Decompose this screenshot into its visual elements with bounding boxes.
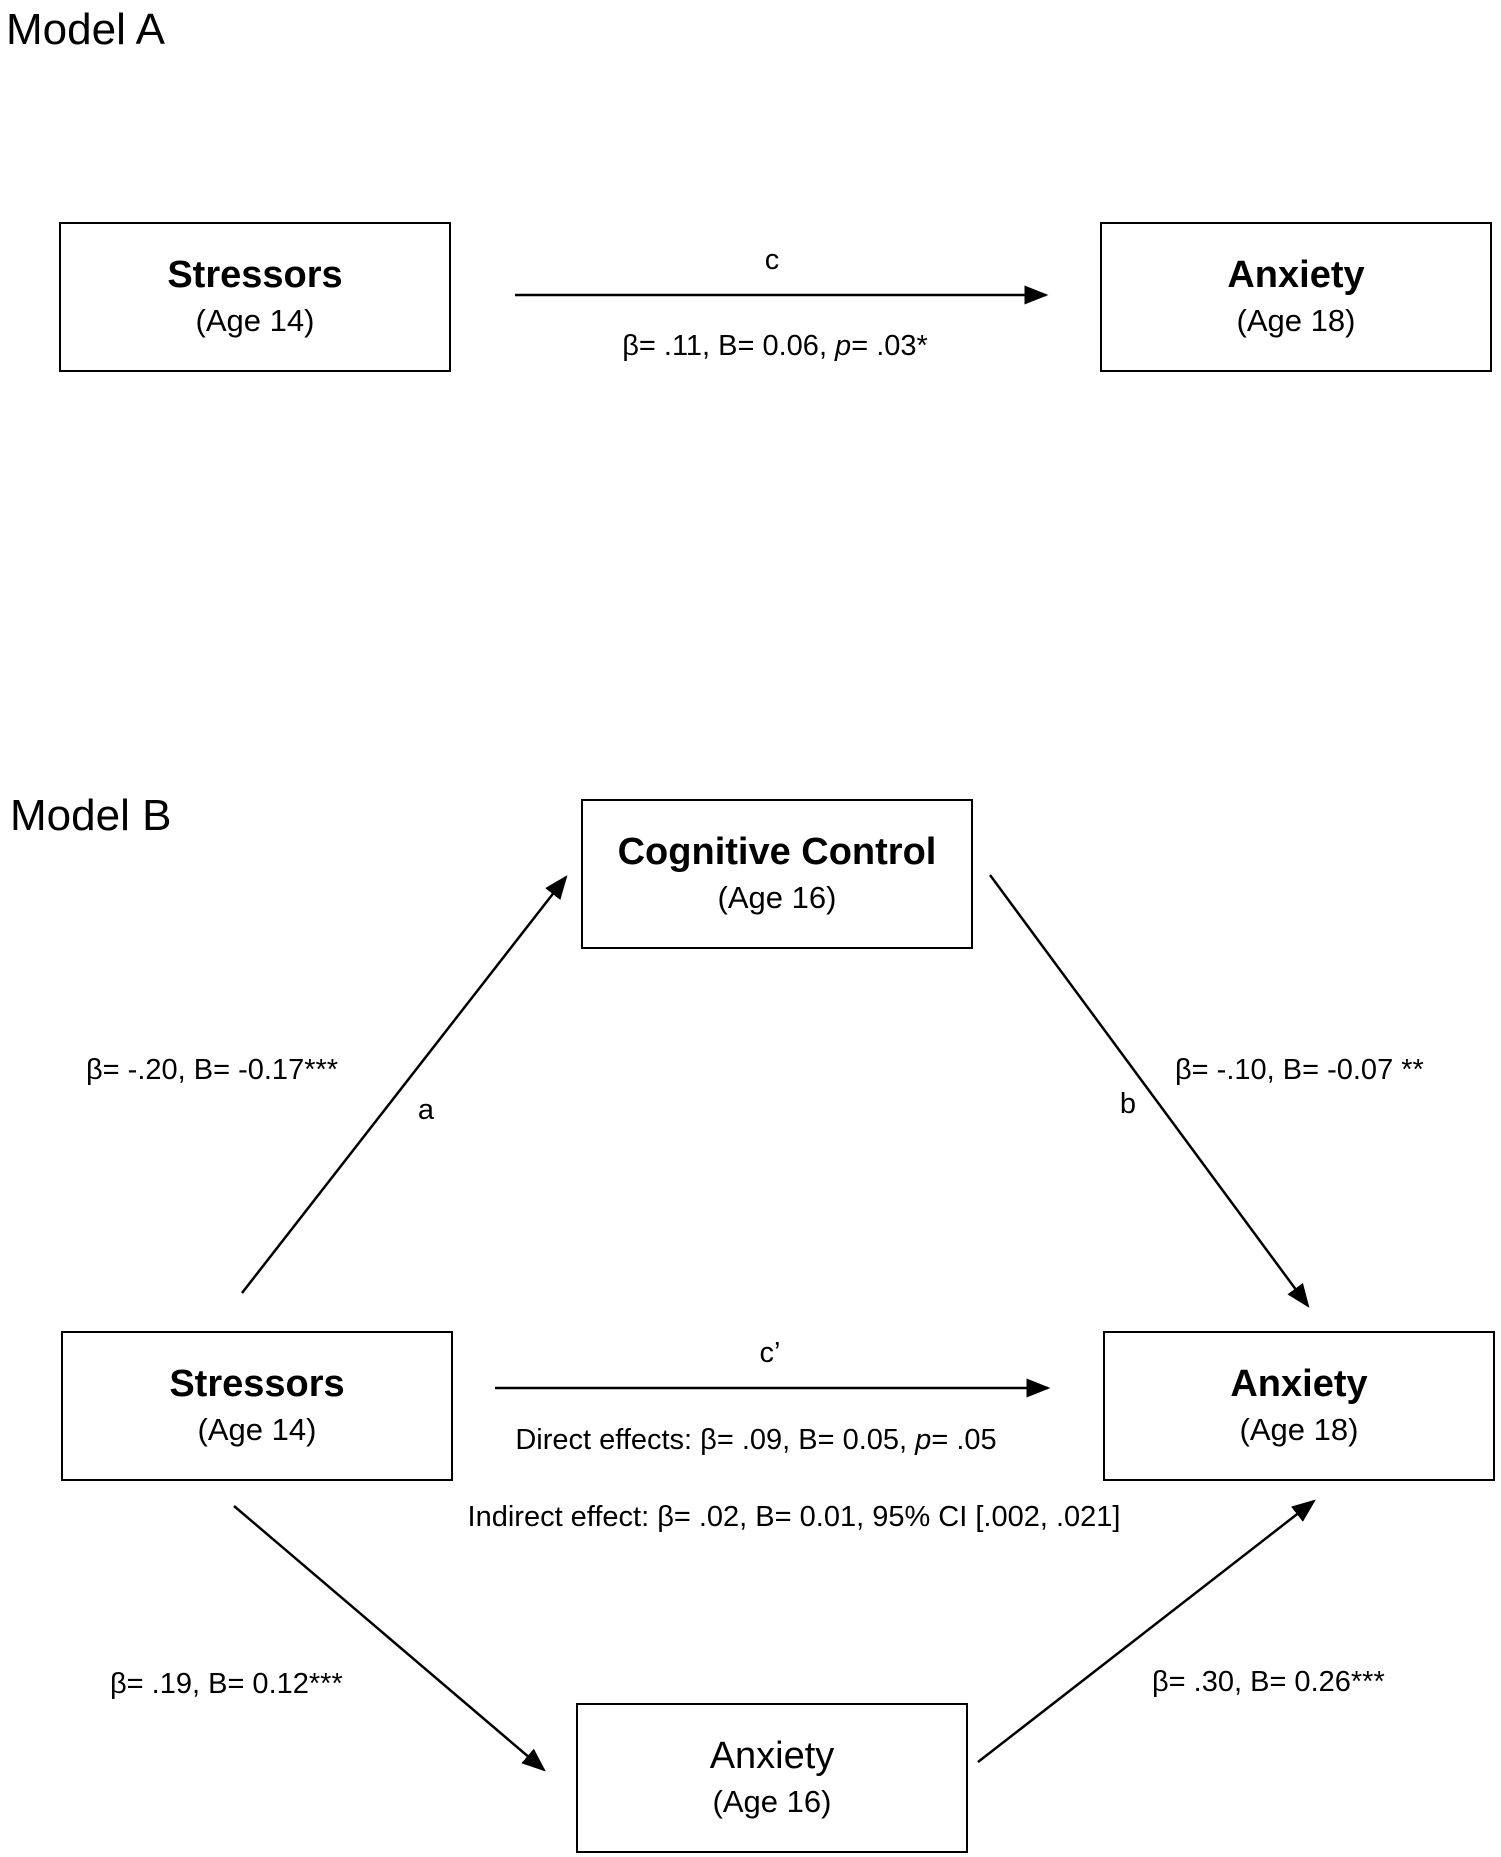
model-a-anxiety-subtitle: (Age 18) xyxy=(1236,302,1356,338)
model-b-path-b-stats: β= -.10, B= -0.07 ** xyxy=(1175,1054,1424,1086)
model-b-path-c-prime-direct-prefix: Direct effects: β= .09, B= 0.05, xyxy=(515,1424,916,1456)
model-b-path-c-prime-p-symbol: p xyxy=(915,1424,932,1456)
model-a-stressors-title: Stressors xyxy=(167,254,343,297)
model-b-anxiety18-box: Anxiety (Age 18) xyxy=(1103,1331,1495,1481)
arrow-model-b-anxiety16-anxiety18 xyxy=(977,1499,1316,1763)
model-b-path-b-letter: b xyxy=(1119,1088,1137,1120)
model-a-stressors-subtitle: (Age 14) xyxy=(195,302,315,338)
model-b-stressors-subtitle: (Age 14) xyxy=(197,1411,317,1447)
model-b-path-a-stats: β= -.20, B= -0.17*** xyxy=(86,1054,339,1086)
model-b-cognitive-control-title: Cognitive Control xyxy=(617,831,937,874)
model-a-anxiety-box: Anxiety (Age 18) xyxy=(1100,222,1492,372)
model-a-path-c-p-symbol: p xyxy=(835,330,852,362)
model-a-stressors-box: Stressors (Age 14) xyxy=(59,222,451,372)
model-b-path-stressors-anxiety16-stats: β= .19, B= 0.12*** xyxy=(110,1668,343,1700)
model-a-path-c-letter: c xyxy=(764,244,780,276)
model-a-anxiety-title: Anxiety xyxy=(1227,254,1365,297)
model-b-path-c-prime-letter: c’ xyxy=(759,1337,781,1369)
model-b-stressors-title: Stressors xyxy=(169,1363,345,1406)
arrow-model-b-a xyxy=(241,875,568,1294)
model-b-cognitive-control-subtitle: (Age 16) xyxy=(717,879,837,915)
model-a-path-c-stats-suffix: = .03* xyxy=(851,330,928,362)
model-b-heading: Model B xyxy=(10,791,172,840)
arrow-model-b-stressors-anxiety16 xyxy=(233,1505,546,1772)
model-b-anxiety18-title: Anxiety xyxy=(1230,1363,1368,1406)
model-b-path-c-prime-indirect: Indirect effect: β= .02, B= 0.01, 95% CI… xyxy=(467,1501,1121,1533)
model-a-heading: Model A xyxy=(6,5,165,54)
model-b-anxiety16-subtitle: (Age 16) xyxy=(712,1783,832,1819)
model-b-path-a-letter: a xyxy=(417,1094,435,1126)
model-b-anxiety16-box: Anxiety (Age 16) xyxy=(576,1703,968,1853)
model-b-path-c-prime-direct-suffix: = .05 xyxy=(931,1424,997,1456)
arrow-model-b-b xyxy=(988,874,1310,1308)
model-a-path-c-stats-prefix: β= .11, B= 0.06, xyxy=(622,330,836,362)
model-b-path-anxiety16-anxiety18-stats: β= .30, B= 0.26*** xyxy=(1152,1666,1385,1698)
model-b-anxiety16-title: Anxiety xyxy=(709,1735,835,1778)
model-b-cognitive-control-box: Cognitive Control (Age 16) xyxy=(581,799,973,949)
model-b-stressors-box: Stressors (Age 14) xyxy=(61,1331,453,1481)
model-b-path-c-prime-direct: Direct effects: β= .09, B= 0.05, p= .05 xyxy=(515,1426,996,1455)
model-b-anxiety18-subtitle: (Age 18) xyxy=(1239,1411,1359,1447)
model-a-path-c-stats: β= .11, B= 0.06, p= .03* xyxy=(622,332,928,361)
